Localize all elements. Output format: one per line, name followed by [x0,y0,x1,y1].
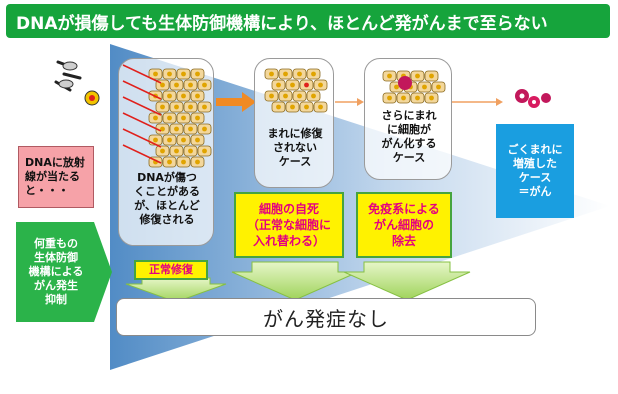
defense-arrow: 何重もの 生体防御 機構による がん発生 抑制 [16,222,112,322]
normal-repair-label: 正常修復 [149,263,193,276]
damaged-cells-icon [122,64,212,168]
title-bar: DNAが損傷しても生体防御機構により、ほとんど発がんまで至らない [6,4,610,38]
cancerous-cells-icon [382,70,446,104]
unrepaired-cells-icon [264,68,328,113]
down-arrow-1 [125,277,227,303]
defense-text-box: 何重もの 生体防御 機構による がん発生 抑制 [16,222,96,322]
stage-2-text: まれに修復 されない ケース [267,127,323,168]
stage-1-box: DNAが傷つ くことがある が、ほとんど 修復される [118,58,214,246]
immune-removal-label: 免疫系による がん細胞の 除去 [368,202,440,248]
final-case-box: ごくまれに 増殖した ケース ＝がん [496,124,574,218]
radiation-hit-box: DNAに放射 線が当たる と・・・ [18,146,94,208]
down-arrow-2 [231,261,359,301]
apoptosis-label: 細胞の自死 （正常な細胞に 入れ替わる） [246,202,331,248]
normal-repair-box: 正常修復 [134,260,208,280]
final-case-text: ごくまれに 増殖した ケース ＝がん [507,143,563,198]
result-text: がん発症なし [263,306,389,331]
stage-3-box: さらにまれ に細胞が がん化する ケース [364,58,452,180]
diagram-title: DNAが損傷しても生体防御機構により、ほとんど発がんまで至らない [16,13,548,34]
radiation-source-icon [54,60,100,106]
stage-3-text: さらにまれ に細胞が がん化する ケース [381,109,437,164]
orange-arrow [216,92,256,112]
immune-removal-box: 免疫系による がん細胞の 除去 [356,192,452,258]
cancer-cell-icon [515,89,551,108]
result-box: がん発症なし [116,298,536,336]
down-arrow-3 [343,261,471,301]
radiation-hit-text: DNAに放射 線が当たる と・・・ [25,156,85,197]
stage-2-box: まれに修復 されない ケース [254,58,334,188]
apoptosis-box: 細胞の自死 （正常な細胞に 入れ替わる） [234,192,344,258]
defense-text: 何重もの 生体防御 機構による がん発生 抑制 [28,237,84,306]
stage-1-text: DNAが傷つ くことがある が、ほとんど 修復される [134,171,200,226]
